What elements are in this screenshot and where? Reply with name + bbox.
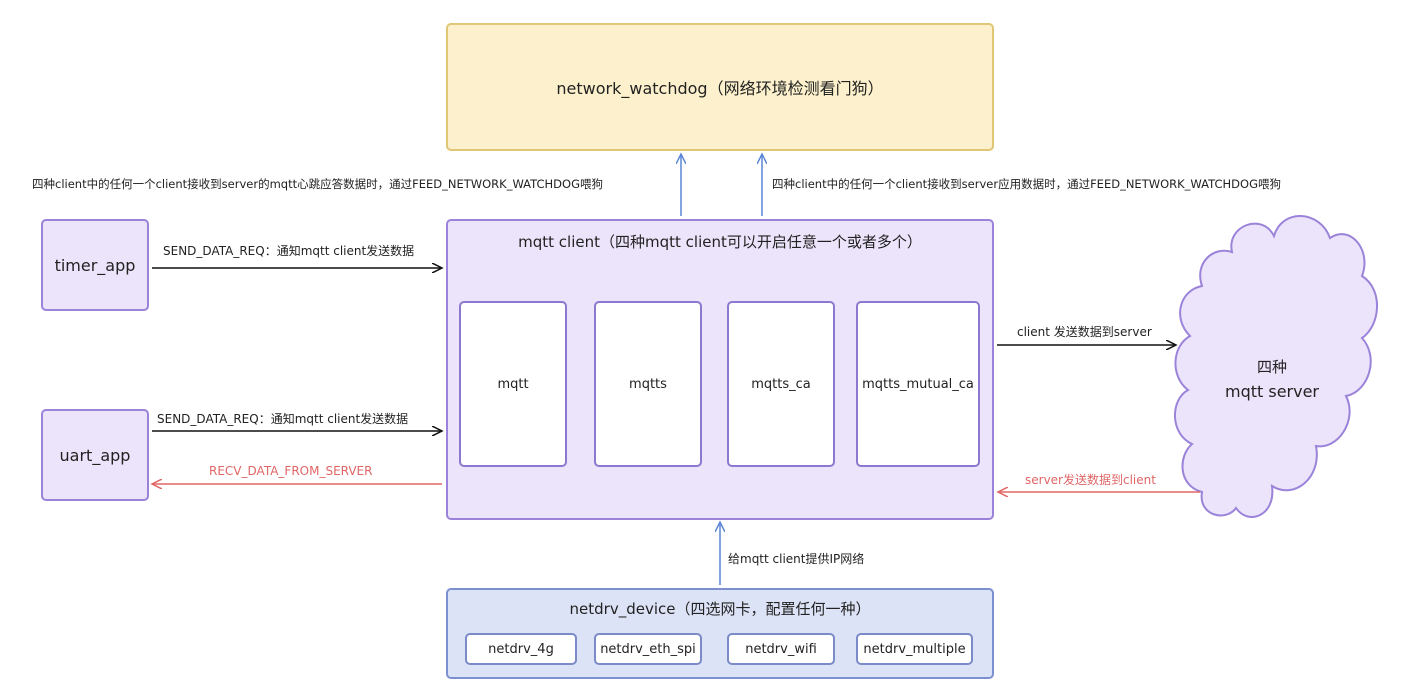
mqtt-item-label: mqtt xyxy=(497,376,529,392)
network-watchdog-box: network_watchdog（网络环境检测看门狗） xyxy=(446,23,994,151)
netdrv-device-title: netdrv_device（四选网卡，配置任何一种） xyxy=(569,600,871,618)
netdrv-eth-spi-item: netdrv_eth_spi xyxy=(594,633,702,665)
netdrv-4g-item: netdrv_4g xyxy=(465,633,577,665)
appdata-note: 四种client中的任何一个client接收到server应用数据时，通过FEE… xyxy=(772,177,1281,191)
netdrv-eth-spi-label: netdrv_eth_spi xyxy=(600,641,696,657)
uart-app-box: uart_app xyxy=(41,409,149,501)
client-to-server-label: client 发送数据到server xyxy=(1017,325,1152,339)
uart-app-label: uart_app xyxy=(59,445,131,465)
heartbeat-note: 四种client中的任何一个client接收到server的mqtt心跳应答数据… xyxy=(32,177,604,191)
timer-app-label: timer_app xyxy=(54,255,136,275)
netdrv-multiple-item: netdrv_multiple xyxy=(856,633,973,665)
uart-send-label: SEND_DATA_REQ：通知mqtt client发送数据 xyxy=(157,412,409,426)
mqtts-item-label: mqtts xyxy=(629,376,667,392)
mqtt-client-title: mqtt client（四种mqtt client可以开启任意一个或者多个） xyxy=(518,233,922,251)
netdrv-4g-label: netdrv_4g xyxy=(488,641,554,657)
netdrv-wifi-item: netdrv_wifi xyxy=(727,633,835,665)
timer-app-box: timer_app xyxy=(41,219,149,311)
server-line1: 四种 xyxy=(1256,358,1287,376)
netdrv-wifi-label: netdrv_wifi xyxy=(745,641,817,657)
mqtt-item: mqtt xyxy=(459,301,567,467)
mqtts-ca-item: mqtts_ca xyxy=(727,301,835,467)
timer-send-label: SEND_DATA_REQ：通知mqtt client发送数据 xyxy=(163,244,415,258)
mqtts-item: mqtts xyxy=(594,301,702,467)
server-to-client-label: server发送数据到client xyxy=(1025,473,1156,487)
mqtts-ca-item-label: mqtts_ca xyxy=(751,376,811,392)
ip-network-label: 给mqtt client提供IP网络 xyxy=(728,552,865,566)
server-line2: mqtt server xyxy=(1224,382,1320,401)
mqtts-mutual-ca-item-label: mqtts_mutual_ca xyxy=(862,376,974,392)
server-cloud xyxy=(1174,215,1378,518)
mqtts-mutual-ca-item: mqtts_mutual_ca xyxy=(856,301,980,467)
recv-label: RECV_DATA_FROM_SERVER xyxy=(209,464,373,478)
netdrv-multiple-label: netdrv_multiple xyxy=(863,641,966,657)
network-watchdog-title: network_watchdog（网络环境检测看门狗） xyxy=(556,79,884,98)
